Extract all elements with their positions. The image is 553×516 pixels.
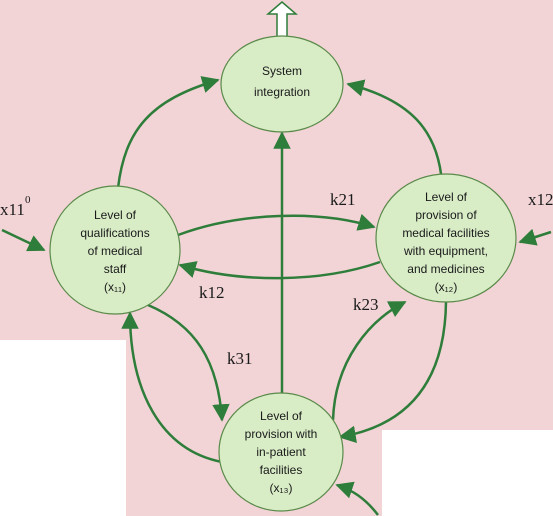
node-top-line-1: System (262, 64, 302, 78)
node-bottom-line-5: (x₁₃) (270, 481, 293, 495)
arrow-right-to-bottom (338, 301, 448, 443)
arrow-bottom-to-right (331, 300, 407, 421)
node-left-line-3: of medical (88, 244, 143, 258)
node-left-line-4: staff (104, 262, 127, 276)
node-right-line-4: with equipment, (403, 244, 488, 258)
node-top-line-2: integration (254, 85, 310, 99)
node-right-line-3: medical facilities (402, 226, 489, 240)
node-top: System integration (220, 35, 344, 133)
arrow-bottom-to-left (121, 311, 223, 464)
arrow-left-to-right (177, 213, 376, 237)
node-bottom: Level of provision with in-patient facil… (218, 392, 344, 512)
arrow-input-left (1, 228, 46, 252)
arrow-left-to-bottom (147, 303, 230, 422)
node-right-line-1: Level of (425, 190, 468, 204)
node-bottom-line-3: in-patient (256, 445, 306, 459)
label-x11: x11 (0, 200, 25, 219)
node-bottom-line-2: provision with (245, 427, 318, 441)
label-k23: k23 (353, 295, 379, 314)
node-left-line-2: qualifications (80, 226, 149, 240)
label-k31: k31 (227, 349, 253, 368)
arrow-input-bottom (335, 481, 379, 516)
arrow-input-right (518, 228, 552, 246)
arrow-right-to-left (178, 260, 381, 280)
white-mask-left (0, 340, 126, 516)
label-x11-superscript: 0 (25, 194, 31, 206)
node-right-line-6: (x₁₂) (435, 280, 458, 294)
node-right: Level of provision of medical facilities… (375, 173, 517, 303)
arrow-right-to-top (346, 79, 444, 184)
node-left-line-5: (x₁₁) (104, 280, 126, 294)
node-right-line-5: and medicines (407, 262, 484, 276)
node-right-line-2: provision of (415, 208, 477, 222)
node-bottom-line-1: Level of (260, 409, 303, 423)
arrow-left-to-top (116, 76, 220, 189)
white-mask-right (382, 430, 553, 516)
label-k12: k12 (199, 283, 225, 302)
label-k21: k21 (330, 190, 356, 209)
node-bottom-line-4: facilities (260, 463, 303, 477)
label-x12: x12 (528, 190, 553, 209)
node-left: Level of qualifications of medical staff… (49, 185, 181, 315)
arrows (1, 76, 552, 516)
node-left-line-1: Level of (94, 208, 137, 222)
